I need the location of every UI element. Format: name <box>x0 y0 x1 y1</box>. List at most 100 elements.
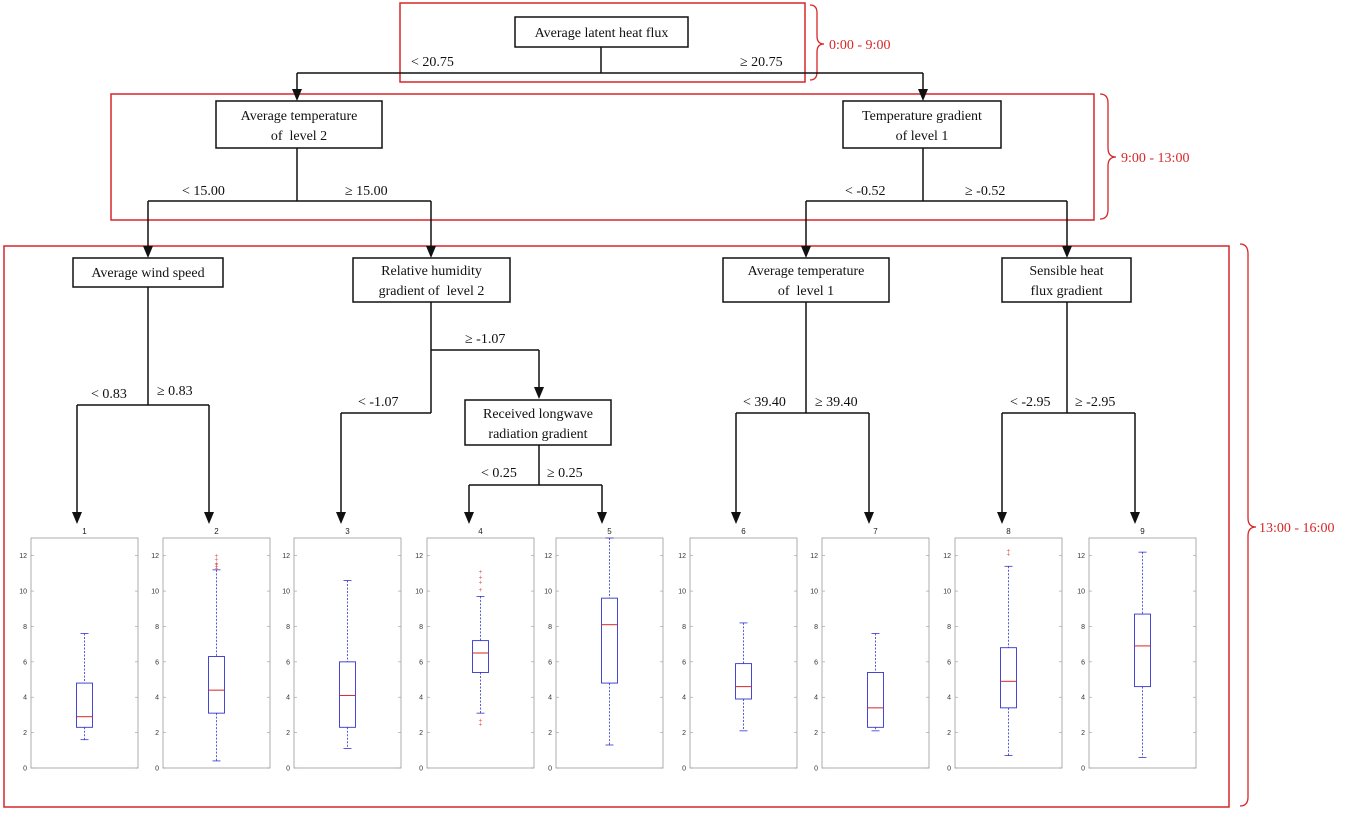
y-tick-label: 8 <box>947 624 951 631</box>
iqr-box <box>1134 613 1151 688</box>
y-tick-label: 12 <box>943 553 951 560</box>
brace-0-9 <box>809 4 825 81</box>
node-label-line-2: radiation gradient <box>488 427 587 442</box>
leaf-title: 2 <box>214 527 219 536</box>
y-tick-label: 2 <box>286 730 290 737</box>
leaf-title: 1 <box>82 527 87 536</box>
node-box <box>464 399 612 446</box>
y-tick-label: 8 <box>1081 624 1085 631</box>
y-tick-label: 8 <box>814 624 818 631</box>
arrow-to-leaf-8 <box>997 512 1007 524</box>
y-tick-label: 12 <box>544 553 552 560</box>
y-tick-label: 4 <box>548 695 552 702</box>
y-tick-label: 10 <box>943 589 951 596</box>
y-tick-label: 10 <box>151 589 159 596</box>
y-tick-label: 10 <box>544 589 552 596</box>
y-tick-label: 12 <box>810 553 818 560</box>
y-tick-label: 4 <box>419 695 423 702</box>
y-tick-label: 6 <box>947 659 951 666</box>
outlier-point: + <box>479 586 483 594</box>
y-tick-label: 10 <box>282 589 290 596</box>
brace-9-13 <box>1099 93 1117 220</box>
node-root: Average latent heat flux <box>514 16 689 48</box>
outlier-point: + <box>215 565 219 573</box>
y-tick-label: 10 <box>415 589 423 596</box>
y-tick-label: 4 <box>23 695 27 702</box>
outlier-point: + <box>215 559 219 567</box>
time-label-0-9: 0:00 - 9:00 <box>829 38 890 53</box>
node-box <box>842 100 1002 149</box>
y-tick-label: 6 <box>814 659 818 666</box>
y-tick-label: 8 <box>682 624 686 631</box>
y-tick-label: 6 <box>155 659 159 666</box>
y-tick-label: 4 <box>155 695 159 702</box>
arrow-to-leaf-2 <box>204 512 214 524</box>
iqr-box <box>339 661 356 728</box>
y-tick-label: 0 <box>682 766 686 773</box>
y-tick-label: 6 <box>419 659 423 666</box>
y-tick-label: 2 <box>1081 730 1085 737</box>
y-tick-label: 6 <box>23 659 27 666</box>
y-tick-label: 10 <box>19 589 27 596</box>
y-tick-label: 4 <box>286 695 290 702</box>
node-box <box>514 16 689 48</box>
y-tick-label: 8 <box>23 624 27 631</box>
y-tick-label: 2 <box>947 730 951 737</box>
y-tick-label: 0 <box>947 766 951 773</box>
arrow-to-leaf-5 <box>597 512 607 524</box>
y-tick-label: 12 <box>415 553 423 560</box>
node-label-line-2: of level 1 <box>896 129 949 144</box>
leaf-title: 8 <box>1006 527 1011 536</box>
y-tick-label: 2 <box>682 730 686 737</box>
node-box <box>215 100 383 149</box>
y-tick-label: 12 <box>282 553 290 560</box>
iqr-box <box>867 672 884 728</box>
outlier-point: + <box>479 573 483 581</box>
edge-labels: < 20.75 ≥ 20.75 < 15.00 ≥ 15.00 < -0.52 … <box>91 55 1115 481</box>
leaf-title: 4 <box>478 527 483 536</box>
time-label-9-13: 9:00 - 13:00 <box>1121 151 1189 166</box>
iqr-box <box>601 597 618 684</box>
node-label-line-1: Received longwave <box>483 407 593 422</box>
y-tick-label: 10 <box>810 589 818 596</box>
node-relative-humidity-gradient: Relative humidity gradient of level 2 <box>352 257 511 303</box>
leaf-panel-frame <box>162 537 271 769</box>
arrow-to-avgtemp2 <box>292 89 302 101</box>
connector-rlwgrad <box>468 445 603 512</box>
arrow-to-rhgrad2 <box>426 246 436 258</box>
outlier-point: + <box>479 579 483 587</box>
node-label-line-1: Sensible heat <box>1029 264 1103 279</box>
y-tick-label: 4 <box>947 695 951 702</box>
y-tick-label: 6 <box>548 659 552 666</box>
node-label-line-2: gradient of level 2 <box>379 284 485 299</box>
leaf-title: 5 <box>607 527 612 536</box>
y-tick-label: 0 <box>155 766 159 773</box>
edge-label-avgtemp1-left: < 39.40 <box>743 395 786 410</box>
edge-label-avgtemp2-left: < 15.00 <box>182 184 225 199</box>
connector-avgtemp2 <box>147 148 432 247</box>
edge-label-tempgrad1-right: ≥ -0.52 <box>965 184 1005 199</box>
edge-label-root-left: < 20.75 <box>411 55 454 70</box>
frame-13-16 <box>3 245 1230 808</box>
y-tick-label: 6 <box>286 659 290 666</box>
node-box <box>72 257 224 288</box>
connector-tempgrad1 <box>805 148 1068 247</box>
frame-0-9 <box>399 2 806 83</box>
edge-label-avgtemp2-right: ≥ 15.00 <box>345 184 388 199</box>
node-box <box>1001 257 1132 303</box>
edge-label-root-right: ≥ 20.75 <box>740 55 783 70</box>
node-label-line-2: flux gradient <box>1031 284 1103 299</box>
node-label: Average latent heat flux <box>535 26 669 41</box>
leaf-panel-frame <box>293 537 402 769</box>
node-label-line-2: of level 1 <box>778 284 834 299</box>
y-tick-label: 2 <box>548 730 552 737</box>
arrow-to-tempgrad1 <box>918 89 928 101</box>
leaf-boxplots: 10246810122024681012++++++30246810124024… <box>19 527 1197 773</box>
y-tick-label: 0 <box>548 766 552 773</box>
